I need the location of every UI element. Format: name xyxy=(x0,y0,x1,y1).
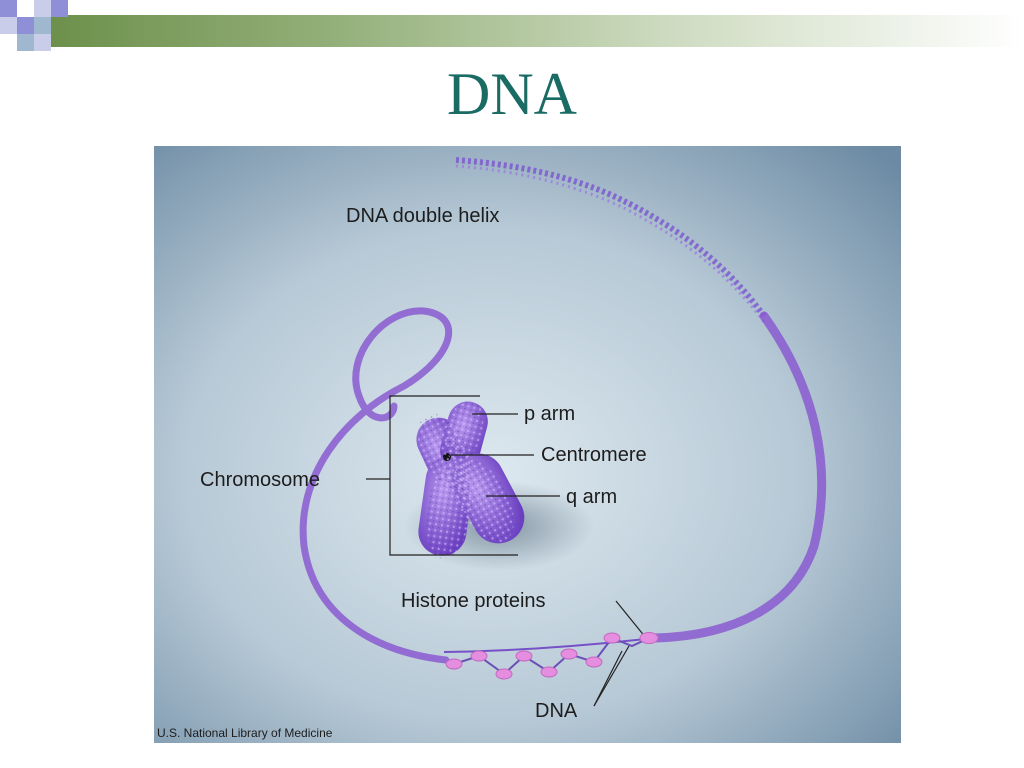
gradient-stripe xyxy=(40,15,1024,47)
label-dna: DNA xyxy=(535,700,578,722)
image-credit: U.S. National Library of Medicine xyxy=(157,726,333,740)
label-centromere: Centromere xyxy=(541,444,647,466)
dna-leader xyxy=(593,650,623,707)
chromatin-loop xyxy=(299,307,453,664)
chromosome-texture xyxy=(444,399,484,463)
histone xyxy=(495,668,513,680)
dna-illustration-svg: DNA double helix p arm Centromere Chromo… xyxy=(154,146,901,743)
decor-square xyxy=(17,34,34,51)
histone-proteins xyxy=(445,632,659,680)
dna-double-helix-strand xyxy=(455,157,767,318)
figure-background xyxy=(154,146,901,743)
histone xyxy=(585,656,603,668)
dna-leader xyxy=(593,645,630,707)
label-p-arm: p arm xyxy=(524,403,575,425)
histone xyxy=(445,658,463,670)
label-dna-double-helix: DNA double helix xyxy=(346,205,499,227)
dna-illustration: DNA double helix p arm Centromere Chromo… xyxy=(154,146,901,743)
dna-double-helix-strand xyxy=(455,164,766,323)
title-bar-decoration xyxy=(0,0,1024,60)
decor-square xyxy=(34,0,51,17)
histone xyxy=(639,632,659,644)
chromatin-fiber xyxy=(649,311,827,643)
dna-strand xyxy=(443,637,655,653)
decor-square xyxy=(0,17,17,34)
slide-title: DNA xyxy=(447,61,577,127)
histone xyxy=(560,648,578,660)
histone-leader xyxy=(615,600,647,639)
chromosome-bracket xyxy=(389,395,518,556)
histone xyxy=(603,632,621,644)
histone xyxy=(515,650,533,662)
histone xyxy=(540,666,558,678)
decor-square xyxy=(0,0,17,17)
nucleosome-linker-dna xyxy=(453,636,650,676)
histone xyxy=(470,650,488,662)
decor-square xyxy=(0,34,17,51)
decor-square xyxy=(51,0,68,17)
label-chromosome: Chromosome xyxy=(200,469,320,491)
decor-square xyxy=(34,17,51,34)
decor-square xyxy=(34,34,51,51)
chromosome-texture xyxy=(426,463,472,559)
decor-square xyxy=(17,17,34,34)
decor-square xyxy=(17,0,34,17)
label-q-arm: q arm xyxy=(566,486,617,508)
label-histone-proteins: Histone proteins xyxy=(401,590,546,612)
